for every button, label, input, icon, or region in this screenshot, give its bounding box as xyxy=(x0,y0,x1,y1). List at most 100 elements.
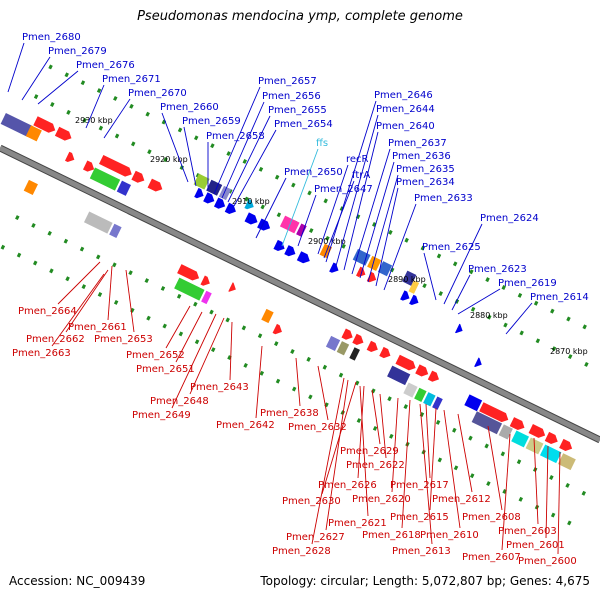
label-leader-line xyxy=(183,126,197,187)
tick-dot-bottom xyxy=(387,396,392,402)
label-leader-line xyxy=(227,115,271,203)
tick-dot-bottom xyxy=(160,286,166,291)
kbp-tick-label: 2920 kbp xyxy=(150,155,188,164)
gene-label-bottom: Pmen_2626 xyxy=(318,480,377,491)
tick-dot-top-inner xyxy=(147,149,152,155)
label-leader-line xyxy=(501,433,511,551)
gene-label-bottom: Pmen_2652 xyxy=(126,350,185,361)
gene-label-bottom: Pmen_2632 xyxy=(288,422,347,433)
label-leader-line xyxy=(317,164,349,255)
gene-label-bottom: Pmen_2663 xyxy=(12,348,71,359)
gene-label-top: Pmen_2659 xyxy=(182,116,241,127)
gene-label-bottom: Pmen_2618 xyxy=(362,530,421,541)
gene-block xyxy=(387,365,411,386)
gene-label-top: Pmen_2635 xyxy=(396,164,455,175)
gene-block xyxy=(325,335,341,352)
tick-dot-top xyxy=(582,324,587,330)
tick-dot-bottom xyxy=(500,451,506,457)
gene-label-top: Pmen_2676 xyxy=(76,60,135,71)
gene-block xyxy=(349,347,360,361)
tick-dot-top xyxy=(96,88,102,94)
gene-label-top: Pmen_2660 xyxy=(160,102,219,113)
gene-block xyxy=(402,270,417,286)
label-leader-line xyxy=(343,131,379,271)
label-leader-line xyxy=(391,397,399,493)
label-leader-line xyxy=(37,70,79,105)
gene-label-top: Pmen_2657 xyxy=(258,76,317,87)
tick-dot-top-inner xyxy=(535,338,541,344)
gene-label-bottom: Pmen_2608 xyxy=(462,512,521,523)
gene-block xyxy=(432,396,443,410)
kbp-tick-label: 2870 kbp xyxy=(550,347,588,356)
tick-dot-bottom-outer xyxy=(146,315,151,321)
gene-block xyxy=(408,280,420,294)
label-leader-line xyxy=(103,98,131,139)
gene-block xyxy=(352,248,371,266)
tick-dot-bottom xyxy=(128,270,133,276)
gene-block xyxy=(414,387,427,402)
label-leader-line xyxy=(311,377,345,545)
tick-dot-bottom xyxy=(435,419,441,425)
label-leader-line xyxy=(85,84,105,129)
tick-dot-bottom xyxy=(549,475,554,480)
label-leader-line xyxy=(451,274,471,311)
tick-dot-top-inner xyxy=(519,330,524,336)
gene-label-bottom: Pmen_2620 xyxy=(352,494,411,505)
label-leader-line xyxy=(325,100,377,263)
tick-dot-top-inner xyxy=(568,354,573,360)
label-leader-line xyxy=(359,385,369,517)
tick-dot-bottom xyxy=(257,333,263,339)
tick-dot-bottom-outer xyxy=(469,473,475,479)
label-leader-line xyxy=(255,177,287,239)
tick-dot-top xyxy=(533,300,539,306)
gene-label-top: Pmen_2650 xyxy=(284,167,343,178)
accession-label: Accession: NC_009439 xyxy=(9,574,146,588)
gene-label-top: Pmen_2680 xyxy=(22,32,81,43)
tick-dot-top-inner xyxy=(50,102,55,107)
label-leader-line xyxy=(443,223,483,305)
tick-dot-bottom-outer xyxy=(518,496,524,502)
gene-label-top: Pmen_2670 xyxy=(128,88,187,99)
gene-arrow xyxy=(356,266,366,277)
tick-dot-top-inner xyxy=(584,361,589,367)
tick-dot-top xyxy=(226,151,231,157)
gene-label-bottom: Pmen_2643 xyxy=(190,382,249,393)
label-leader-line xyxy=(125,269,135,333)
tick-dot-bottom xyxy=(322,364,328,370)
gene-block xyxy=(261,308,274,324)
gene-arrow xyxy=(244,199,254,210)
tick-dot-top-inner xyxy=(487,314,492,320)
label-leader-line xyxy=(295,357,301,407)
gene-label-bottom: Pmen_2601 xyxy=(506,540,565,551)
gene-label-top: Pmen_2637 xyxy=(388,138,447,149)
gene-label-bottom: Pmen_2627 xyxy=(286,532,345,543)
gene-arrow xyxy=(341,328,353,340)
label-leader-line xyxy=(281,148,319,247)
tick-dot-bottom xyxy=(193,301,198,307)
gene-label-top: Pmen_2655 xyxy=(268,105,327,116)
gene-arrow xyxy=(455,323,463,334)
kbp-tick-label: 2900 kbp xyxy=(308,237,346,246)
tick-dot-bottom-outer xyxy=(340,410,345,416)
tick-dot-bottom-outer xyxy=(421,449,426,455)
gene-block xyxy=(116,180,131,196)
tick-dot-bottom-outer xyxy=(97,292,103,297)
gene-arrow xyxy=(194,187,204,199)
label-leader-line xyxy=(57,261,101,305)
tick-dot-bottom-outer xyxy=(49,268,54,274)
gene-arrow xyxy=(82,160,95,172)
gene-label-top: Pmen_2679 xyxy=(48,46,107,57)
gene-label-bottom: Pmen_2603 xyxy=(498,526,557,537)
gene-arrow xyxy=(200,275,210,286)
tick-dot-top xyxy=(291,182,296,188)
gene-label-top: Pmen_2636 xyxy=(392,151,451,162)
tick-dot-top xyxy=(80,80,86,86)
tick-dot-bottom-outer xyxy=(178,331,184,337)
gene-block xyxy=(109,223,122,238)
tick-dot-bottom-outer xyxy=(372,425,378,431)
tick-dot-top xyxy=(501,285,506,290)
backbone xyxy=(0,145,600,443)
gene-label-bottom: Pmen_2617 xyxy=(390,480,449,491)
tick-dot-top xyxy=(129,103,134,109)
